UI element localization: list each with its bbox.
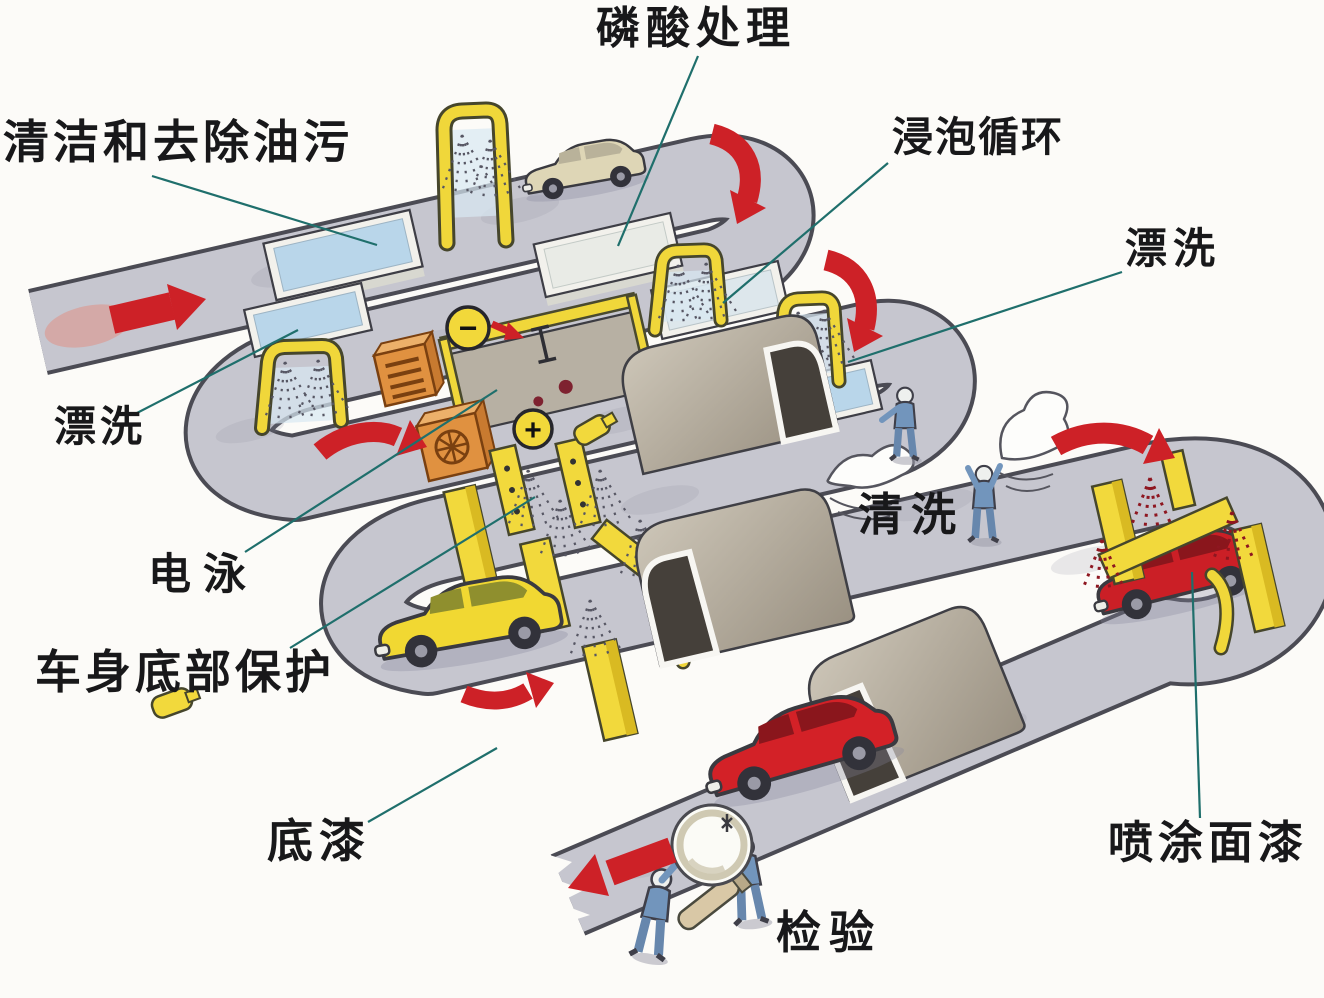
dip-hoist-icon [530,324,557,365]
leader-topcoat [1190,571,1202,819]
positive-electrode-symbol: + [524,414,542,447]
label-inspection: 检验 [776,907,883,958]
oven-tunnel-1 [621,314,840,476]
spray-arch-rinse-left [254,337,350,436]
label-manual-wiping: 清洗 [858,489,965,540]
magnifier-icon [670,803,754,931]
heater-box-fan [414,397,497,483]
leader-rinse-right [847,270,1123,364]
spray-arch-soaking [647,242,738,338]
electrophoresis-tank: − + [437,291,659,450]
positive-electrode-icon [512,408,554,450]
spray-arch-lane1 [435,101,522,252]
label-rinse-right: 漂洗 [1125,225,1222,272]
leader-underbody [289,496,536,649]
arrow-uturn-left-2 [460,683,533,710]
topcoat-beam [1097,496,1239,580]
label-rinse-left: 漂洗 [54,403,147,450]
topcoat-station [1081,448,1286,656]
arrow-uturn-2 [822,249,877,331]
arrow-uturn-left-1 [313,422,403,460]
leader-electrophoresis [244,389,498,553]
worker-wiping-1 [879,388,922,465]
label-electrophoresis: 电泳 [148,551,258,599]
label-cleaning-degreasing: 清洁和去除油污 [3,116,353,168]
leader-cleaning [151,174,378,247]
arrow-uturn-right [1050,422,1154,456]
heater-box-slats [371,329,445,408]
leader-rinse-left [134,329,299,415]
label-phosphate-treatment: 磷酸处理 [596,4,796,53]
arrow-fade-tail [44,304,132,348]
negative-electrode-symbol: − [459,310,478,346]
leader-lines [134,55,1202,823]
arrow-uturn-1 [708,123,761,204]
belt-torn-edge [524,852,590,930]
arrow-exit [605,837,677,886]
spray-nozzle-icon [573,411,619,446]
arrow-start [108,292,176,334]
label-topcoat-spraying: 喷涂面漆 [1108,817,1309,868]
label-primer: 底漆 [267,815,371,867]
worker-wiping-2 [968,466,1002,547]
oven-tunnel-2 [635,488,856,669]
flow-arrows [44,123,1175,896]
label-underbody-protection: 车身底部保护 [35,646,335,698]
leader-soaking [722,162,889,304]
inspection-scene [628,803,772,967]
wiping-cloth-right [997,390,1070,492]
label-soaking-cycle: 浸泡循环 [892,114,1064,160]
tank-rinse-left [242,281,374,359]
spray-nozzle-icon [150,687,202,719]
negative-electrode-icon [445,305,491,351]
leader-phosphate [616,55,700,247]
leader-primer [367,747,498,823]
tank-phosphate [532,211,685,306]
